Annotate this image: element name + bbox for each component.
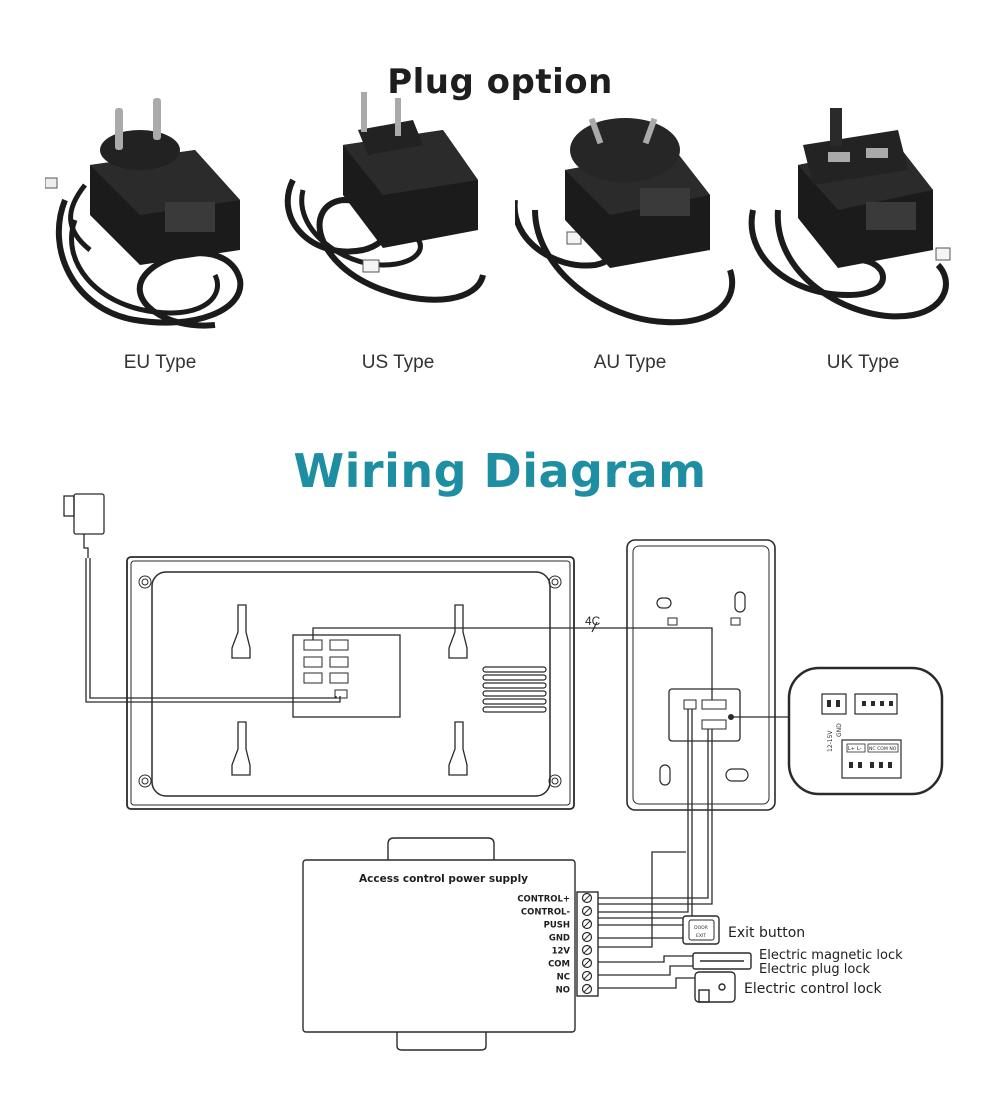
plug-eu-label: EU Type: [123, 352, 197, 373]
plug-eu: EU Type: [45, 90, 275, 390]
connector-zoom: 12-15V GND L+ L- NC COM NO: [787, 666, 944, 796]
us-adapter-image: [284, 92, 486, 303]
terminal-screw-slot: [583, 907, 591, 915]
plug-au: AU Type: [515, 90, 745, 390]
indoor-monitor: [126, 556, 575, 810]
terminal-label-com: COM: [548, 960, 570, 970]
uk-adapter-image: [748, 108, 951, 320]
plug-us: US Type: [283, 90, 513, 390]
terminal-label-control: CONTROL+: [517, 895, 570, 905]
power-supply-label: Access control power supply: [359, 873, 528, 885]
cable-label: 4C: [585, 614, 601, 628]
exit-button-label: Exit button: [728, 925, 805, 941]
terminal-label-nc: NC: [557, 973, 570, 983]
terminal-screw-slot: [583, 972, 591, 980]
exit-button-icon: DOOR EXIT: [682, 915, 720, 945]
terminal-label-push: PUSH: [544, 921, 570, 931]
plug-option-title: Plug option: [387, 62, 613, 102]
control-lock-icon: [694, 971, 736, 1003]
plug-au-label: AU Type: [593, 352, 667, 373]
au-adapter-image: [515, 117, 736, 326]
power-adapter-icon: [63, 493, 105, 558]
outdoor-unit: [626, 539, 776, 811]
wiring-diagram-title: Wiring Diagram: [293, 444, 707, 498]
plug-us-label: US Type: [361, 352, 435, 373]
terminal-screw-slot: [583, 959, 591, 967]
zoom-label-lminus: L-: [857, 746, 862, 752]
terminal-screw-slot: [583, 933, 591, 941]
eu-adapter-image: [45, 98, 244, 329]
magnetic-lock-label: Electric magnetic lock: [759, 948, 903, 963]
exit-button-face-bottom: EXIT: [696, 933, 706, 939]
terminal-screw-slot: [583, 920, 591, 928]
zoom-label-12v: 12-15V: [827, 730, 834, 752]
terminal-label-12v: 12V: [552, 947, 571, 957]
terminal-screw-slot: [583, 946, 591, 954]
control-lock-label: Electric control lock: [744, 981, 882, 997]
plug-uk: UK Type: [748, 90, 978, 390]
terminal-label-no: NO: [556, 986, 570, 996]
magnetic-lock-icon: [692, 952, 752, 970]
zoom-label-lplus: L+: [848, 746, 855, 752]
power-supply-box: [302, 837, 599, 1051]
plug-uk-label: UK Type: [826, 352, 900, 373]
terminal-screw-slot: [583, 894, 591, 902]
terminal-screw-slot: [583, 985, 591, 993]
zoom-label-relay: NC COM NO: [869, 746, 897, 752]
exit-button-face-top: DOOR: [694, 925, 708, 931]
terminal-label-control: CONTROL-: [521, 908, 571, 918]
zoom-label-gnd: GND: [836, 723, 843, 737]
terminal-label-gnd: GND: [549, 934, 570, 944]
plug-lock-label: Electric plug lock: [759, 962, 871, 977]
